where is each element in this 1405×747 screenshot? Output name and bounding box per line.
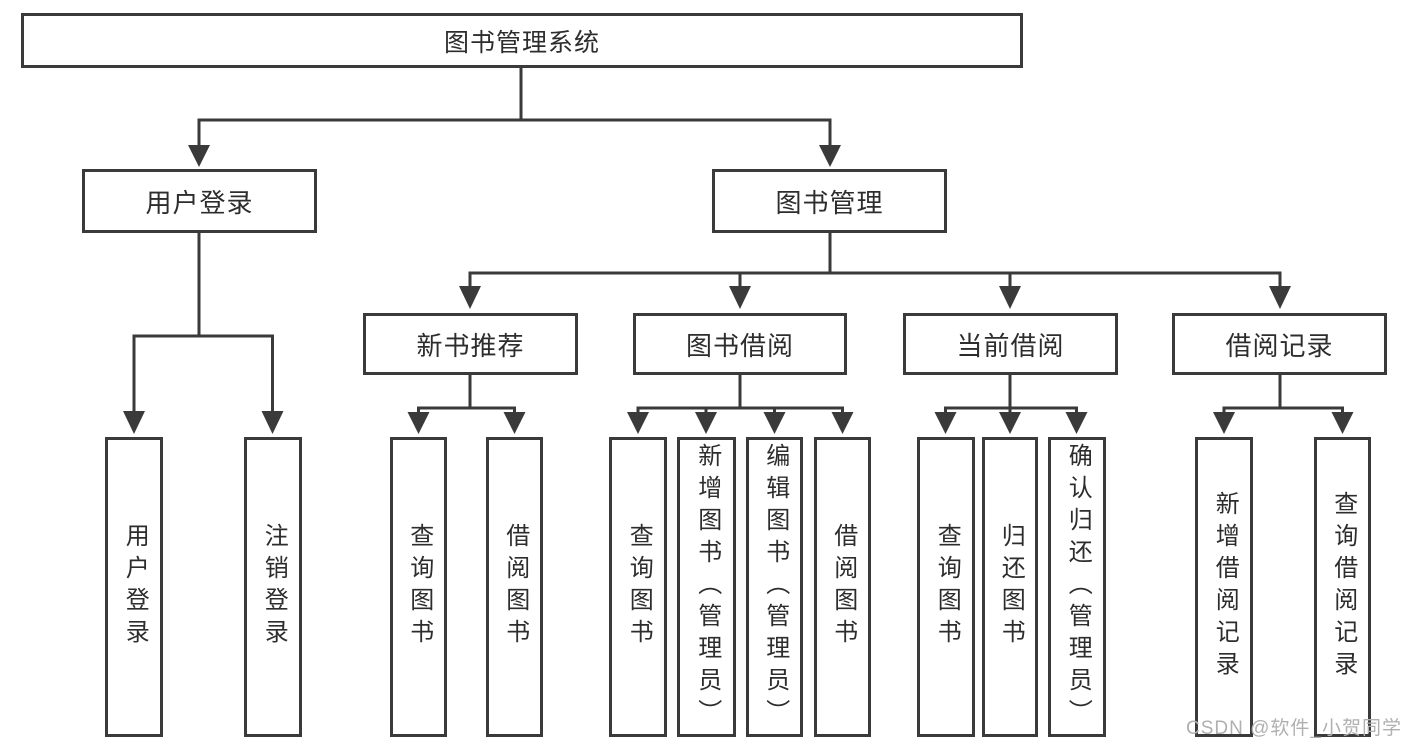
leaf-confirm-return-admin: 确认归还（管理员） [1048,437,1106,737]
leaf-query-book-2: 查询图书 [609,437,667,737]
leaf-borrow-book-2-label: 借阅图书 [829,523,857,651]
node-borrowing-records: 借阅记录 [1172,313,1387,375]
leaf-add-borrow-record-label: 新增借阅记录 [1211,491,1239,683]
node-new-book-recommend: 新书推荐 [363,313,578,375]
leaf-query-borrow-record: 查询借阅记录 [1314,437,1371,737]
leaf-return-book: 归还图书 [982,437,1038,737]
leaf-user-login-label: 用户登录 [121,523,149,651]
leaf-return-book-label: 归还图书 [997,523,1025,651]
leaf-query-borrow-record-label: 查询借阅记录 [1329,491,1357,683]
leaf-edit-book-admin: 编辑图书（管理员） [746,437,803,737]
node-root: 图书管理系统 [21,13,1023,68]
leaf-query-book-3-label: 查询图书 [933,523,961,651]
leaf-query-book-1: 查询图书 [390,437,447,737]
node-user-login-label: 用户登录 [145,187,254,218]
leaf-borrow-book-2: 借阅图书 [814,437,871,737]
node-current-borrowing-label: 当前借阅 [956,330,1065,361]
node-book-borrowing-label: 图书借阅 [685,330,794,361]
leaf-add-book-admin-label: 新增图书（管理员） [693,443,721,731]
leaf-borrow-book-1-label: 借阅图书 [501,523,529,651]
leaf-query-book-1-label: 查询图书 [405,523,433,651]
leaf-logout-label: 注销登录 [260,523,288,651]
leaf-add-book-admin: 新增图书（管理员） [677,437,736,737]
node-new-book-recommend-label: 新书推荐 [416,330,525,361]
node-book-management: 图书管理 [712,169,947,233]
leaf-edit-book-admin-label: 编辑图书（管理员） [761,443,789,731]
leaf-user-login: 用户登录 [105,437,163,737]
node-root-label: 图书管理系统 [443,28,600,57]
leaf-query-book-2-label: 查询图书 [625,523,653,651]
leaf-logout: 注销登录 [244,437,302,737]
node-user-login: 用户登录 [82,169,317,233]
leaf-borrow-book-1: 借阅图书 [486,437,543,737]
leaf-add-borrow-record: 新增借阅记录 [1195,437,1253,737]
node-book-borrowing: 图书借阅 [633,313,847,375]
node-book-management-label: 图书管理 [775,187,884,218]
node-current-borrowing: 当前借阅 [903,313,1118,375]
node-borrowing-records-label: 借阅记录 [1225,330,1334,361]
leaf-confirm-return-admin-label: 确认归还（管理员） [1064,443,1092,731]
leaf-query-book-3: 查询图书 [917,437,975,737]
csdn-watermark: CSDN @软件_小贺同学 [1186,718,1402,739]
